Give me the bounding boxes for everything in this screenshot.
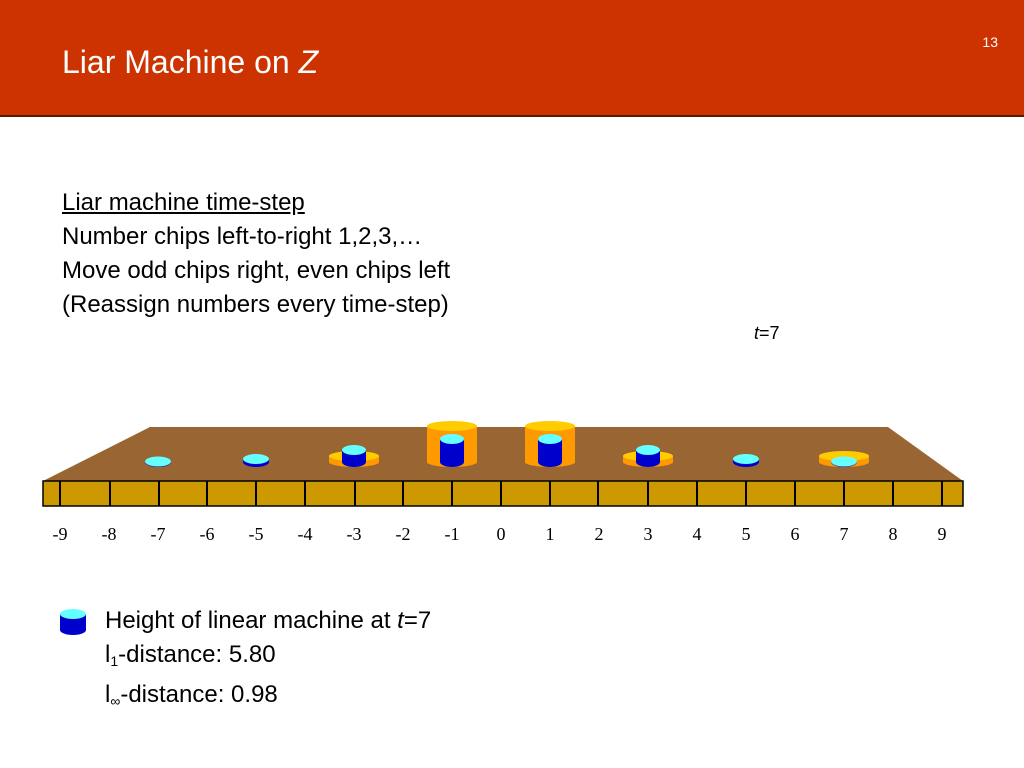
linf-distance: l∞-distance: 0.98	[105, 681, 278, 709]
title-bar: Liar Machine on Z 13	[0, 0, 1024, 117]
chip-stack-7	[819, 451, 869, 467]
linear-chip	[342, 445, 366, 455]
axis-tick-label: -6	[200, 524, 215, 544]
linear-chip	[733, 454, 759, 464]
l1-subscript: 1	[110, 653, 119, 669]
linf-distance-value: -distance: 0.98	[120, 681, 278, 708]
rules-text: Liar machine time-step Number chips left…	[62, 186, 450, 322]
slide-title-text: Liar Machine on	[62, 44, 299, 80]
chip-stack--1	[427, 421, 477, 467]
linear-chip-side	[538, 439, 562, 462]
linear-chip	[243, 454, 269, 464]
linear-chip	[831, 456, 857, 467]
legend-time-variable: t	[397, 607, 404, 634]
linf-subscript: ∞	[110, 693, 121, 709]
linear-chip-bottom	[538, 457, 562, 467]
linear-chip-bottom	[342, 457, 366, 467]
linear-chip-bottom	[636, 457, 660, 467]
time-step-label: t=7	[754, 323, 780, 344]
legend-time-value: =7	[403, 607, 432, 634]
axis-tick-label: 8	[889, 524, 898, 544]
axis-tick-label: -1	[445, 524, 460, 544]
board-surface	[43, 427, 963, 481]
linear-chip	[145, 456, 171, 467]
axis-tick-label: -9	[53, 524, 68, 544]
chip-stack--3	[329, 445, 379, 467]
axis-tick-label: 1	[546, 524, 555, 544]
time-value: =7	[759, 323, 780, 343]
rule-line: Move odd chips right, even chips left	[62, 257, 451, 284]
axis-tick-label: 0	[497, 524, 506, 544]
gold-chip	[525, 421, 575, 431]
chip-stack--7	[145, 456, 171, 467]
axis-tick-label: -5	[249, 524, 264, 544]
chip-stack-1	[525, 421, 575, 467]
chip-stack--5	[243, 454, 269, 467]
board-strip	[42, 480, 964, 507]
axis-tick-label: 4	[693, 524, 702, 544]
axis-tick-label: -7	[151, 524, 166, 544]
chip-board: -9 -8 -7 -6 -5 -4 -3 -2 -1 0 1 2 3 4 5 6 7 8 9	[42, 421, 964, 544]
axis-tick-label: 5	[742, 524, 751, 544]
slide-number: 13	[982, 34, 998, 50]
chip-stack-5	[733, 454, 759, 467]
axis-tick-label: 2	[595, 524, 604, 544]
rule-line: (Reassign numbers every time-step)	[62, 291, 449, 318]
legend-text: Height of linear machine at t=7 l1-dista…	[105, 604, 431, 718]
axis-tick-label: -4	[298, 524, 313, 544]
axis-tick-label: 3	[644, 524, 653, 544]
rule-line: Number chips left-to-right 1,2,3,…	[62, 223, 423, 250]
legend-height-label: Height of linear machine at	[105, 607, 398, 634]
linear-chip	[636, 445, 660, 455]
linear-chip-side	[440, 439, 464, 462]
rules-heading: Liar machine time-step	[62, 189, 305, 216]
axis-tick-label: 6	[791, 524, 800, 544]
axis-tick-label: -2	[396, 524, 411, 544]
legend-height-line: Height of linear machine at t=7	[105, 604, 431, 638]
linear-chip	[440, 434, 464, 444]
slide-title: Liar Machine on Z	[62, 44, 318, 81]
axis-tick-label: -8	[102, 524, 117, 544]
gold-chip	[427, 421, 477, 431]
axis-tick-label: 9	[938, 524, 947, 544]
l1-distance-value: -distance: 5.80	[118, 641, 276, 668]
axis-tick-label: -3	[347, 524, 362, 544]
linear-chip-icon	[60, 609, 86, 635]
linear-chip	[538, 434, 562, 444]
slide-title-variable: Z	[298, 44, 319, 80]
axis-tick-label: 7	[840, 524, 849, 544]
l1-distance: l1-distance: 5.80	[105, 641, 276, 669]
linear-chip-bottom	[440, 457, 464, 467]
chip-stack-3	[623, 445, 673, 467]
gold-chip	[819, 451, 869, 461]
time-variable: t	[754, 323, 760, 343]
